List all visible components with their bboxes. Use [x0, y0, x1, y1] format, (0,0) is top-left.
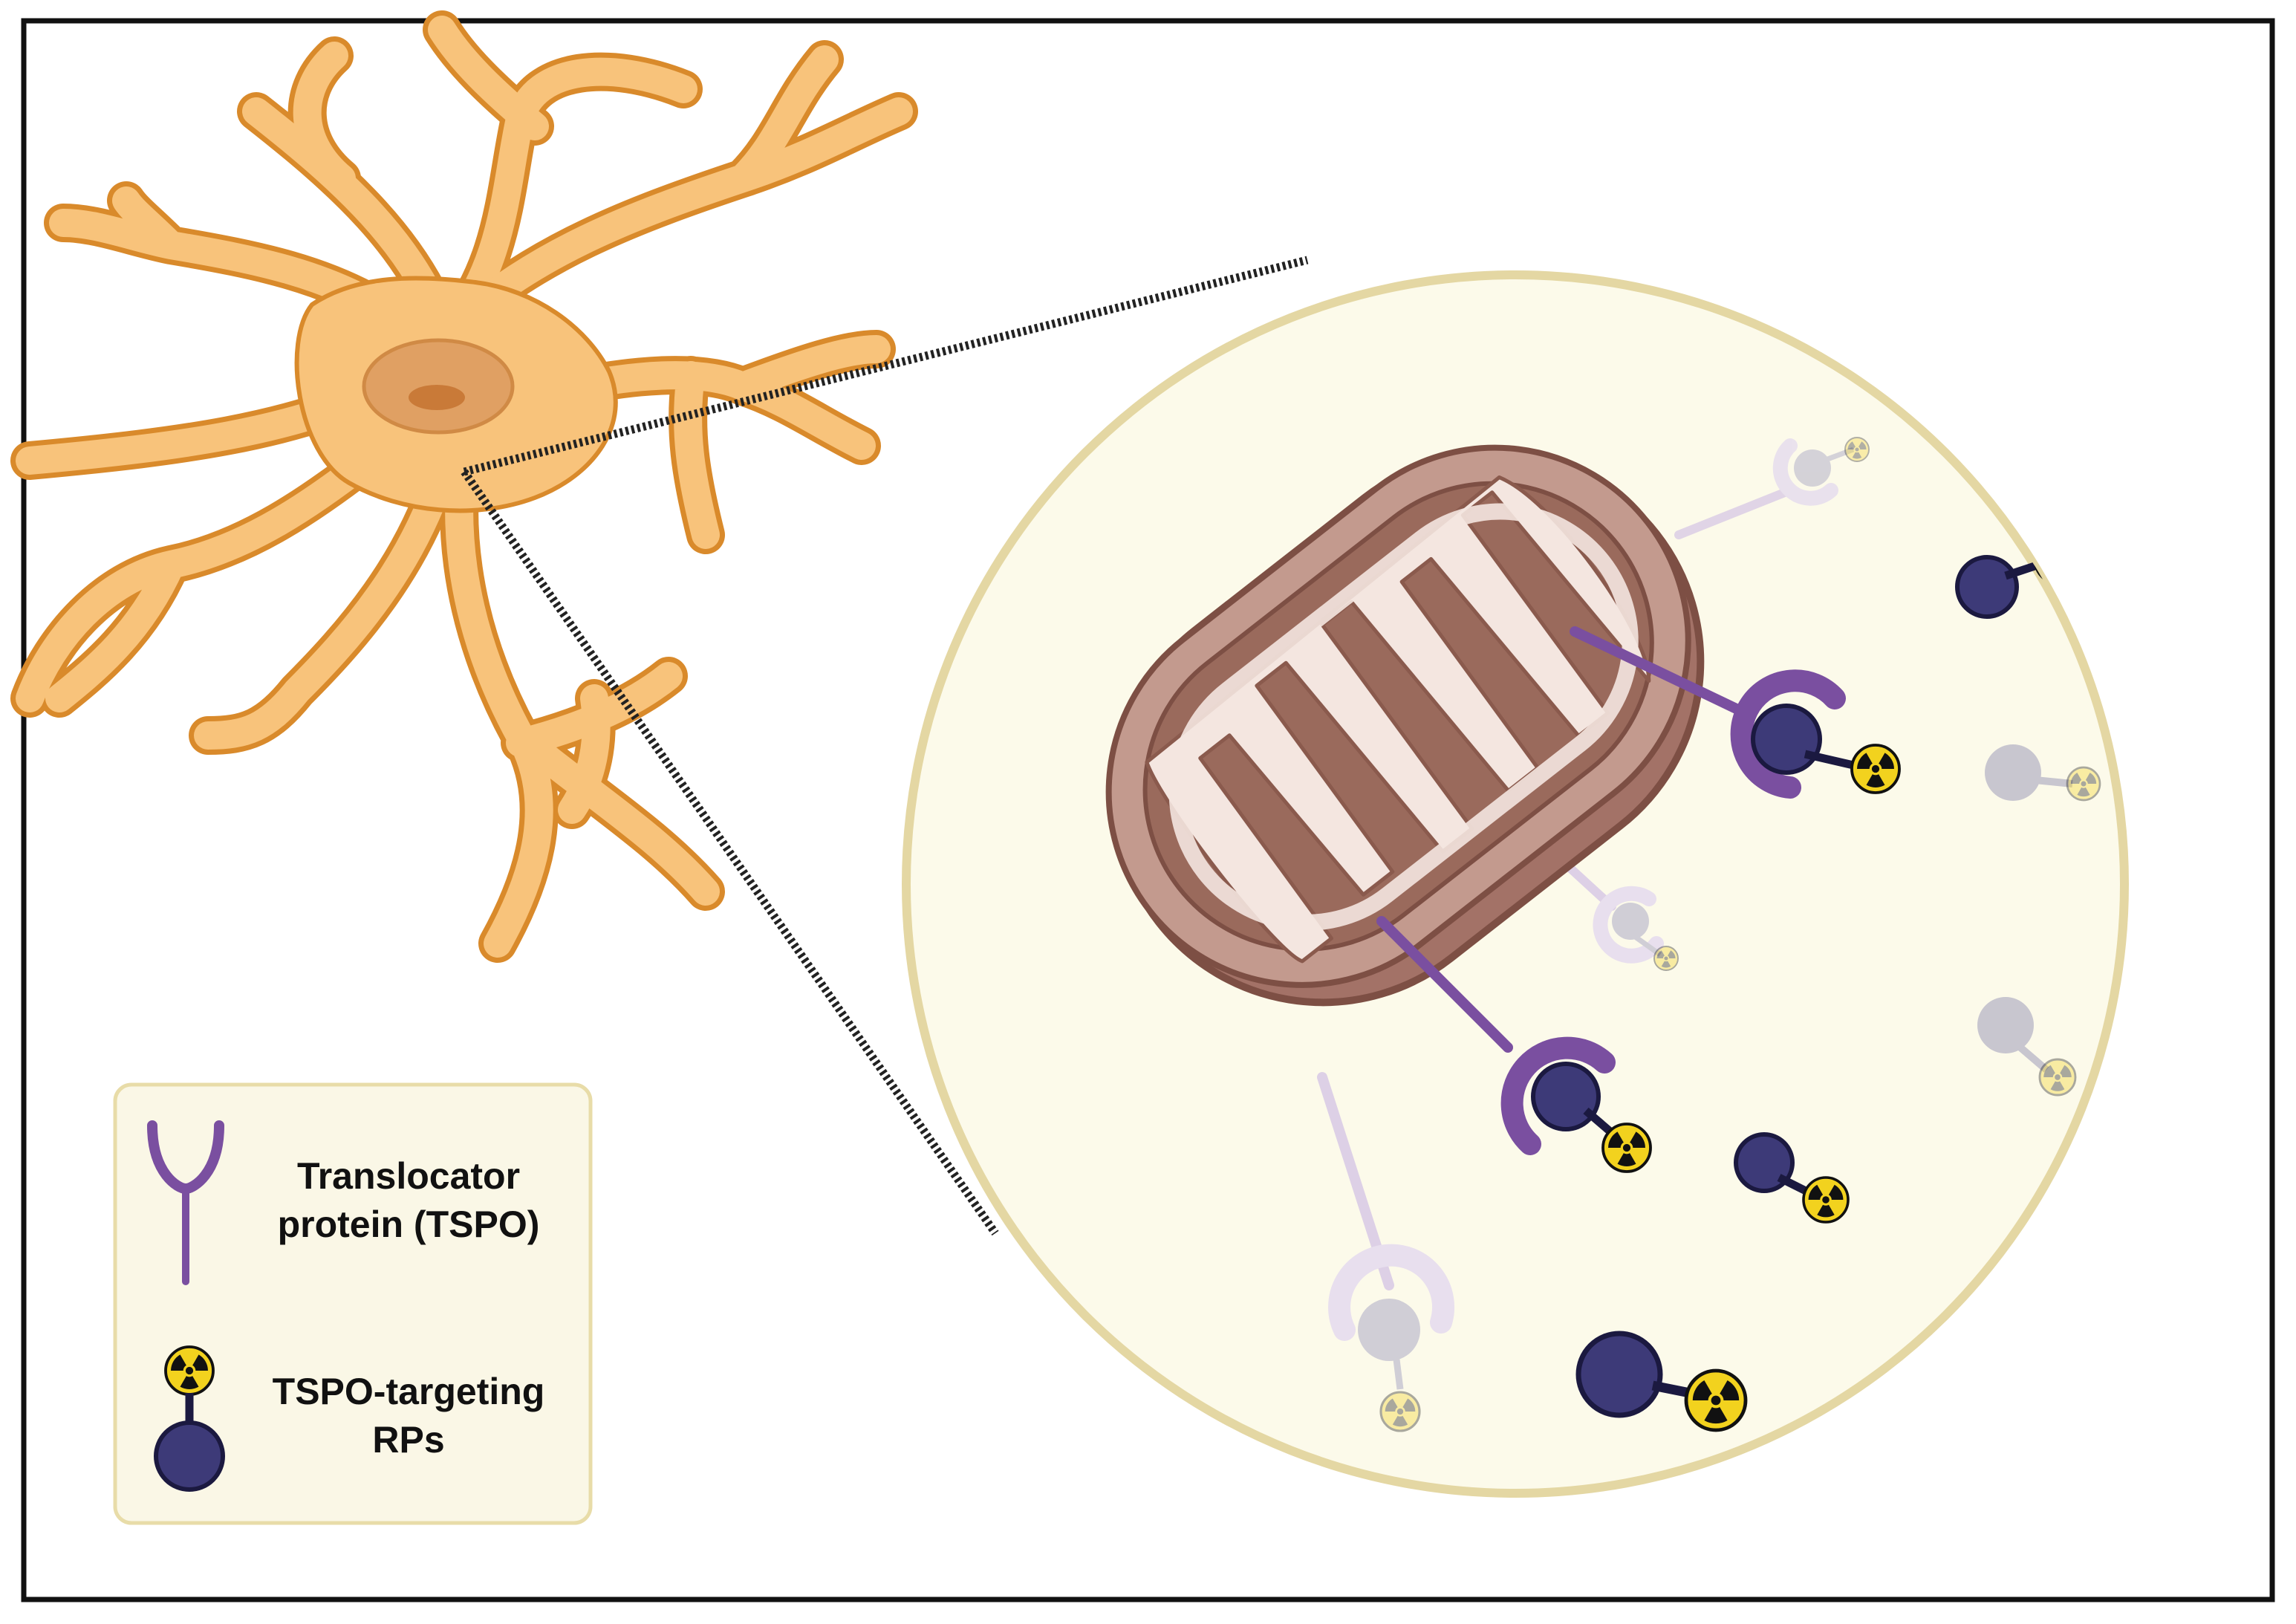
zoom-guide-lines: [461, 256, 1309, 1236]
legend-box: [113, 1082, 593, 1525]
tspo-receptor-icon: [147, 1120, 224, 1285]
faded-tspo-bound-3: [1317, 1072, 1455, 1431]
tspo-bound-radioligand-2: [1376, 916, 1651, 1172]
nucleolus: [409, 385, 465, 410]
faded-radioligand-1: [1985, 744, 2100, 801]
neuron-icon: [10, 10, 918, 963]
faded-radioligand-2: [1977, 997, 2075, 1095]
faded-tspo-bound-1: [1674, 438, 1869, 539]
radiation-hazard-icon: [166, 1347, 213, 1394]
legend: Translocator protein (TSPO) TSPO-targeti…: [113, 1082, 593, 1525]
legend-tspo-label-line2: protein (TSPO): [278, 1204, 540, 1245]
tspo-bound-radioligand-1: [1570, 626, 1899, 793]
radioligand-free-2: [1734, 1132, 1848, 1222]
radioligand-icon: [154, 1347, 225, 1492]
legend-rp-label-line2: RPs: [372, 1419, 444, 1461]
radioligand-free-1: [1955, 539, 2080, 619]
mitochondrion-icon: [1105, 444, 1705, 1007]
legend-rp-label-line1: TSPO-targeting: [273, 1371, 545, 1412]
legend-tspo-label-line1: Translocator: [297, 1155, 520, 1197]
radioligand-free-3: [1575, 1331, 1746, 1430]
